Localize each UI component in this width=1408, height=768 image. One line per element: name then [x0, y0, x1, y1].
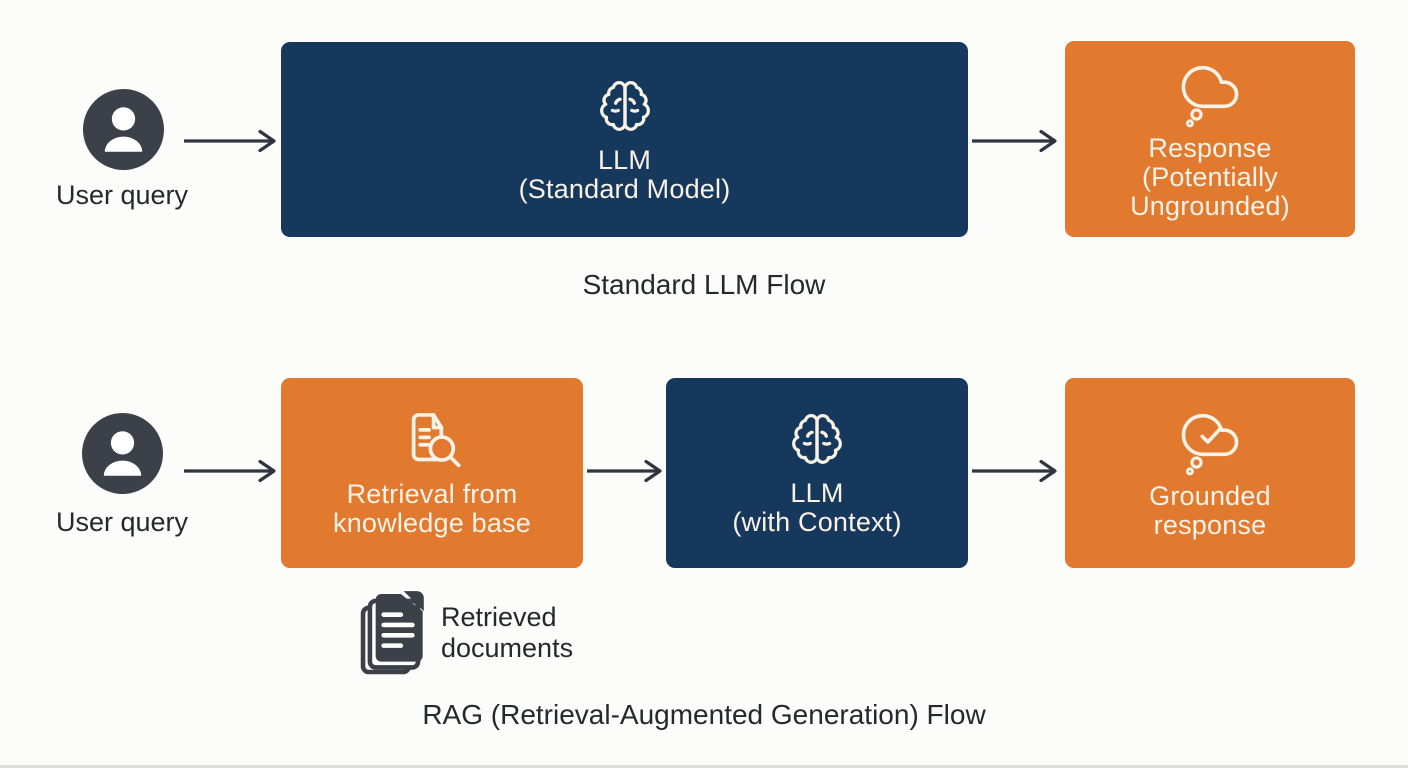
thought-cloud-check-icon [1181, 413, 1239, 476]
brain-icon [599, 80, 650, 131]
user-query-label: User query [55, 507, 189, 537]
retrieved-documents-label: Retrieved documents [441, 602, 574, 663]
thought-cloud-icon [1181, 65, 1239, 127]
arrow-right-icon [184, 459, 276, 483]
stacked-documents-icon [360, 591, 424, 675]
rag-llm-box: LLM (with Context) [666, 378, 968, 568]
retrieval-box: Retrieval from knowledge base [281, 378, 583, 568]
brain-icon [792, 414, 842, 464]
user-avatar-icon [83, 89, 164, 170]
arrow-right-icon [972, 459, 1057, 483]
bottom-edge-line [0, 765, 1408, 768]
standard-flow-caption: Standard LLM Flow [582, 269, 826, 300]
arrow-right-icon [587, 459, 662, 483]
user-avatar-icon [82, 413, 163, 494]
ungrounded-response-box: Response (Potentially Ungrounded) [1065, 41, 1355, 237]
ungrounded-response-box-label: Response (Potentially Ungrounded) [1130, 132, 1290, 221]
standard-llm-box-label: LLM (Standard Model) [518, 144, 731, 204]
grounded-response-box: Grounded response [1065, 378, 1355, 568]
rag-llm-box-label: LLM (with Context) [732, 478, 902, 537]
arrow-right-icon [972, 129, 1057, 153]
user-query-label: User query [55, 180, 189, 210]
rag-flow-caption: RAG (Retrieval-Augmented Generation) Flo… [422, 699, 986, 730]
standard-llm-box: LLM (Standard Model) [281, 42, 968, 237]
grounded-response-box-label: Grounded response [1149, 481, 1271, 540]
arrow-right-icon [184, 129, 276, 153]
retrieval-box-label: Retrieval from knowledge base [333, 479, 531, 538]
document-search-icon [411, 413, 461, 468]
